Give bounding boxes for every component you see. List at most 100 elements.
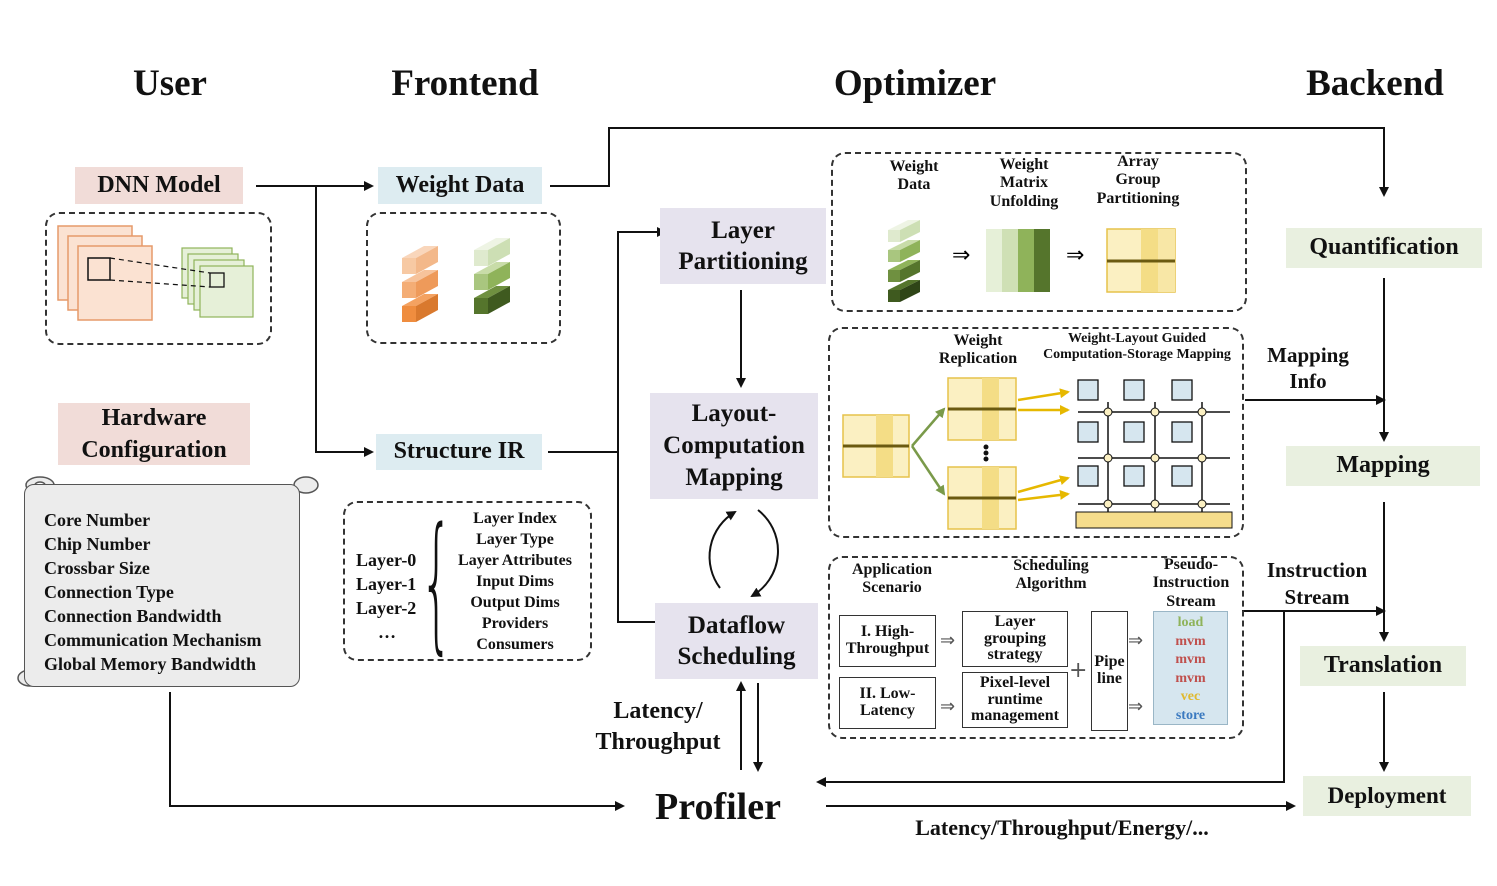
partition-panel-illustration: ⇒ ⇒ [888,220,1176,302]
scheduling-panel [828,556,1244,739]
layer-attribute-list: Layer Index Layer Type Layer Attributes … [444,508,586,655]
arrow-to-dataflow-scheduling [617,452,667,627]
layer-attribute: Output Dims [470,594,560,611]
latency-throughput-label: Latency/ Throughput [588,696,728,758]
layer-item: Layer-1 [356,574,417,594]
label-line: Weight [953,332,1003,349]
label-line: Pipe [1094,653,1125,671]
pseudo-instruction-label: Pseudo- Instruction Stream [1142,556,1240,611]
structure-ir-box: Structure IR [376,434,542,470]
dataflow-scheduling-line: Scheduling [677,643,796,670]
label-line: Computation-Storage Mapping [1043,347,1231,363]
label-line: runtime [987,690,1043,708]
layout-mapping-line: Computation [663,432,805,459]
partition-weight-data-label: Weight Data [878,158,950,195]
instruction-item: load [1177,615,1204,630]
partition-panel [831,152,1247,312]
svg-text:⇒: ⇒ [940,696,955,717]
weight-bars-illustration [402,238,510,322]
label-line: Info [1289,369,1327,393]
instruction-stream-label: Instruction Stream [1256,557,1378,611]
label-line: Pseudo- [1163,556,1219,573]
scheduling-panel-symbols: ⇒ ⇒ ⇒ ⇒ + [940,630,1143,717]
layer-item: … [378,622,396,642]
label-line: I. High- [860,623,915,641]
label-line: Weight [999,156,1049,173]
pipeline-box: Pipe line [1091,611,1128,731]
label-line: Partitioning [1096,189,1180,207]
instruction-item: mvm [1175,670,1206,686]
svg-text:⇒: ⇒ [1128,696,1143,717]
dnn-model-box: DNN Model [75,167,243,204]
hardware-config-box: Hardware Configuration [58,403,250,465]
layer-list: Layer-0 Layer-1 Layer-2 … [356,548,416,644]
label-line: Data [897,176,931,194]
mapping-box: Mapping [1286,446,1480,486]
label-line: Stream [1166,592,1216,610]
mapping-info-label: Mapping Info [1258,342,1358,394]
svg-text:⇒: ⇒ [952,243,970,268]
dnn-model-panel [45,212,272,345]
weight-data-box: Weight Data [378,167,542,204]
layer-attribute: Providers [481,615,549,632]
hardware-param: Core Number [44,510,151,530]
label-line: Mapping [1267,343,1349,367]
label-line: Layer [994,612,1036,630]
layer-partitioning-line: Layer [711,217,775,244]
cycle-arrow-left [708,510,737,589]
cycle-arrow-right [750,509,779,598]
instruction-item: mvm [1175,633,1206,649]
label-line: Throughput [845,640,930,657]
layer-item: Layer-0 [356,550,417,570]
matrix-unfolding-label: Weight Matrix Unfolding [980,156,1068,211]
latency-label-line: Throughput [595,729,721,755]
instruction-item: store [1175,707,1206,723]
layer-attribute: Consumers [476,636,554,653]
column-title-optimizer: Optimizer [833,63,997,104]
label-line: line [1097,670,1122,687]
hardware-param: Communication Mechanism [44,630,262,650]
svg-text:⇒: ⇒ [1128,630,1143,651]
dnn-model-illustration [57,225,254,321]
scheduling-algorithm-label: Scheduling Algorithm [992,557,1110,594]
layout-mapping-line: Layout- [691,400,777,427]
label-line: Matrix [1000,174,1048,192]
hardware-config-line1: Hardware [101,405,207,431]
arrow-weight-to-quantification [550,127,1389,197]
hardware-config-line2: Configuration [81,437,227,463]
svg-text:⇒: ⇒ [940,630,955,651]
profiler-label: Profiler [655,786,781,828]
array-group-label: Array Group Partitioning [1088,153,1188,208]
translation-box: Translation [1300,646,1466,686]
low-latency-box: II. Low- Latency [839,677,936,729]
weight-data-panel [366,212,561,344]
column-title-backend: Backend [1306,63,1444,104]
layer-attribute: Layer Type [476,531,554,548]
label-line: Replication [938,350,1018,368]
layer-partitioning-line: Partitioning [678,248,808,275]
label-line: Scenario [862,579,922,597]
hardware-param-list: Core Number Chip Number Crossbar Size Co… [44,508,262,676]
label-line: management [971,707,1059,725]
layout-mapping-line: Mapping [685,464,783,491]
hardware-scroll [24,484,300,687]
latency-label-line: Latency/ [613,698,703,724]
label-line: Weight [889,158,939,175]
label-line: Unfolding [989,192,1059,210]
application-scenario-label: Application Scenario [838,561,946,598]
svg-text:⇒: ⇒ [1066,243,1084,268]
label-line: Application [851,561,932,578]
label-line: II. Low- [859,685,916,703]
layer-attribute: Layer Attributes [458,552,572,569]
label-line: Pixel-level [979,673,1051,691]
deployment-box: Deployment [1303,776,1471,816]
hardware-param: Crossbar Size [44,558,150,578]
layer-grouping-box: Layer grouping strategy [962,611,1068,667]
curly-brace-icon: { [420,496,453,668]
hardware-param: Connection Bandwidth [44,606,222,626]
mapping-panel-illustration [842,377,1233,530]
column-title-frontend: Frontend [391,63,539,104]
column-title-user: User [133,63,207,104]
